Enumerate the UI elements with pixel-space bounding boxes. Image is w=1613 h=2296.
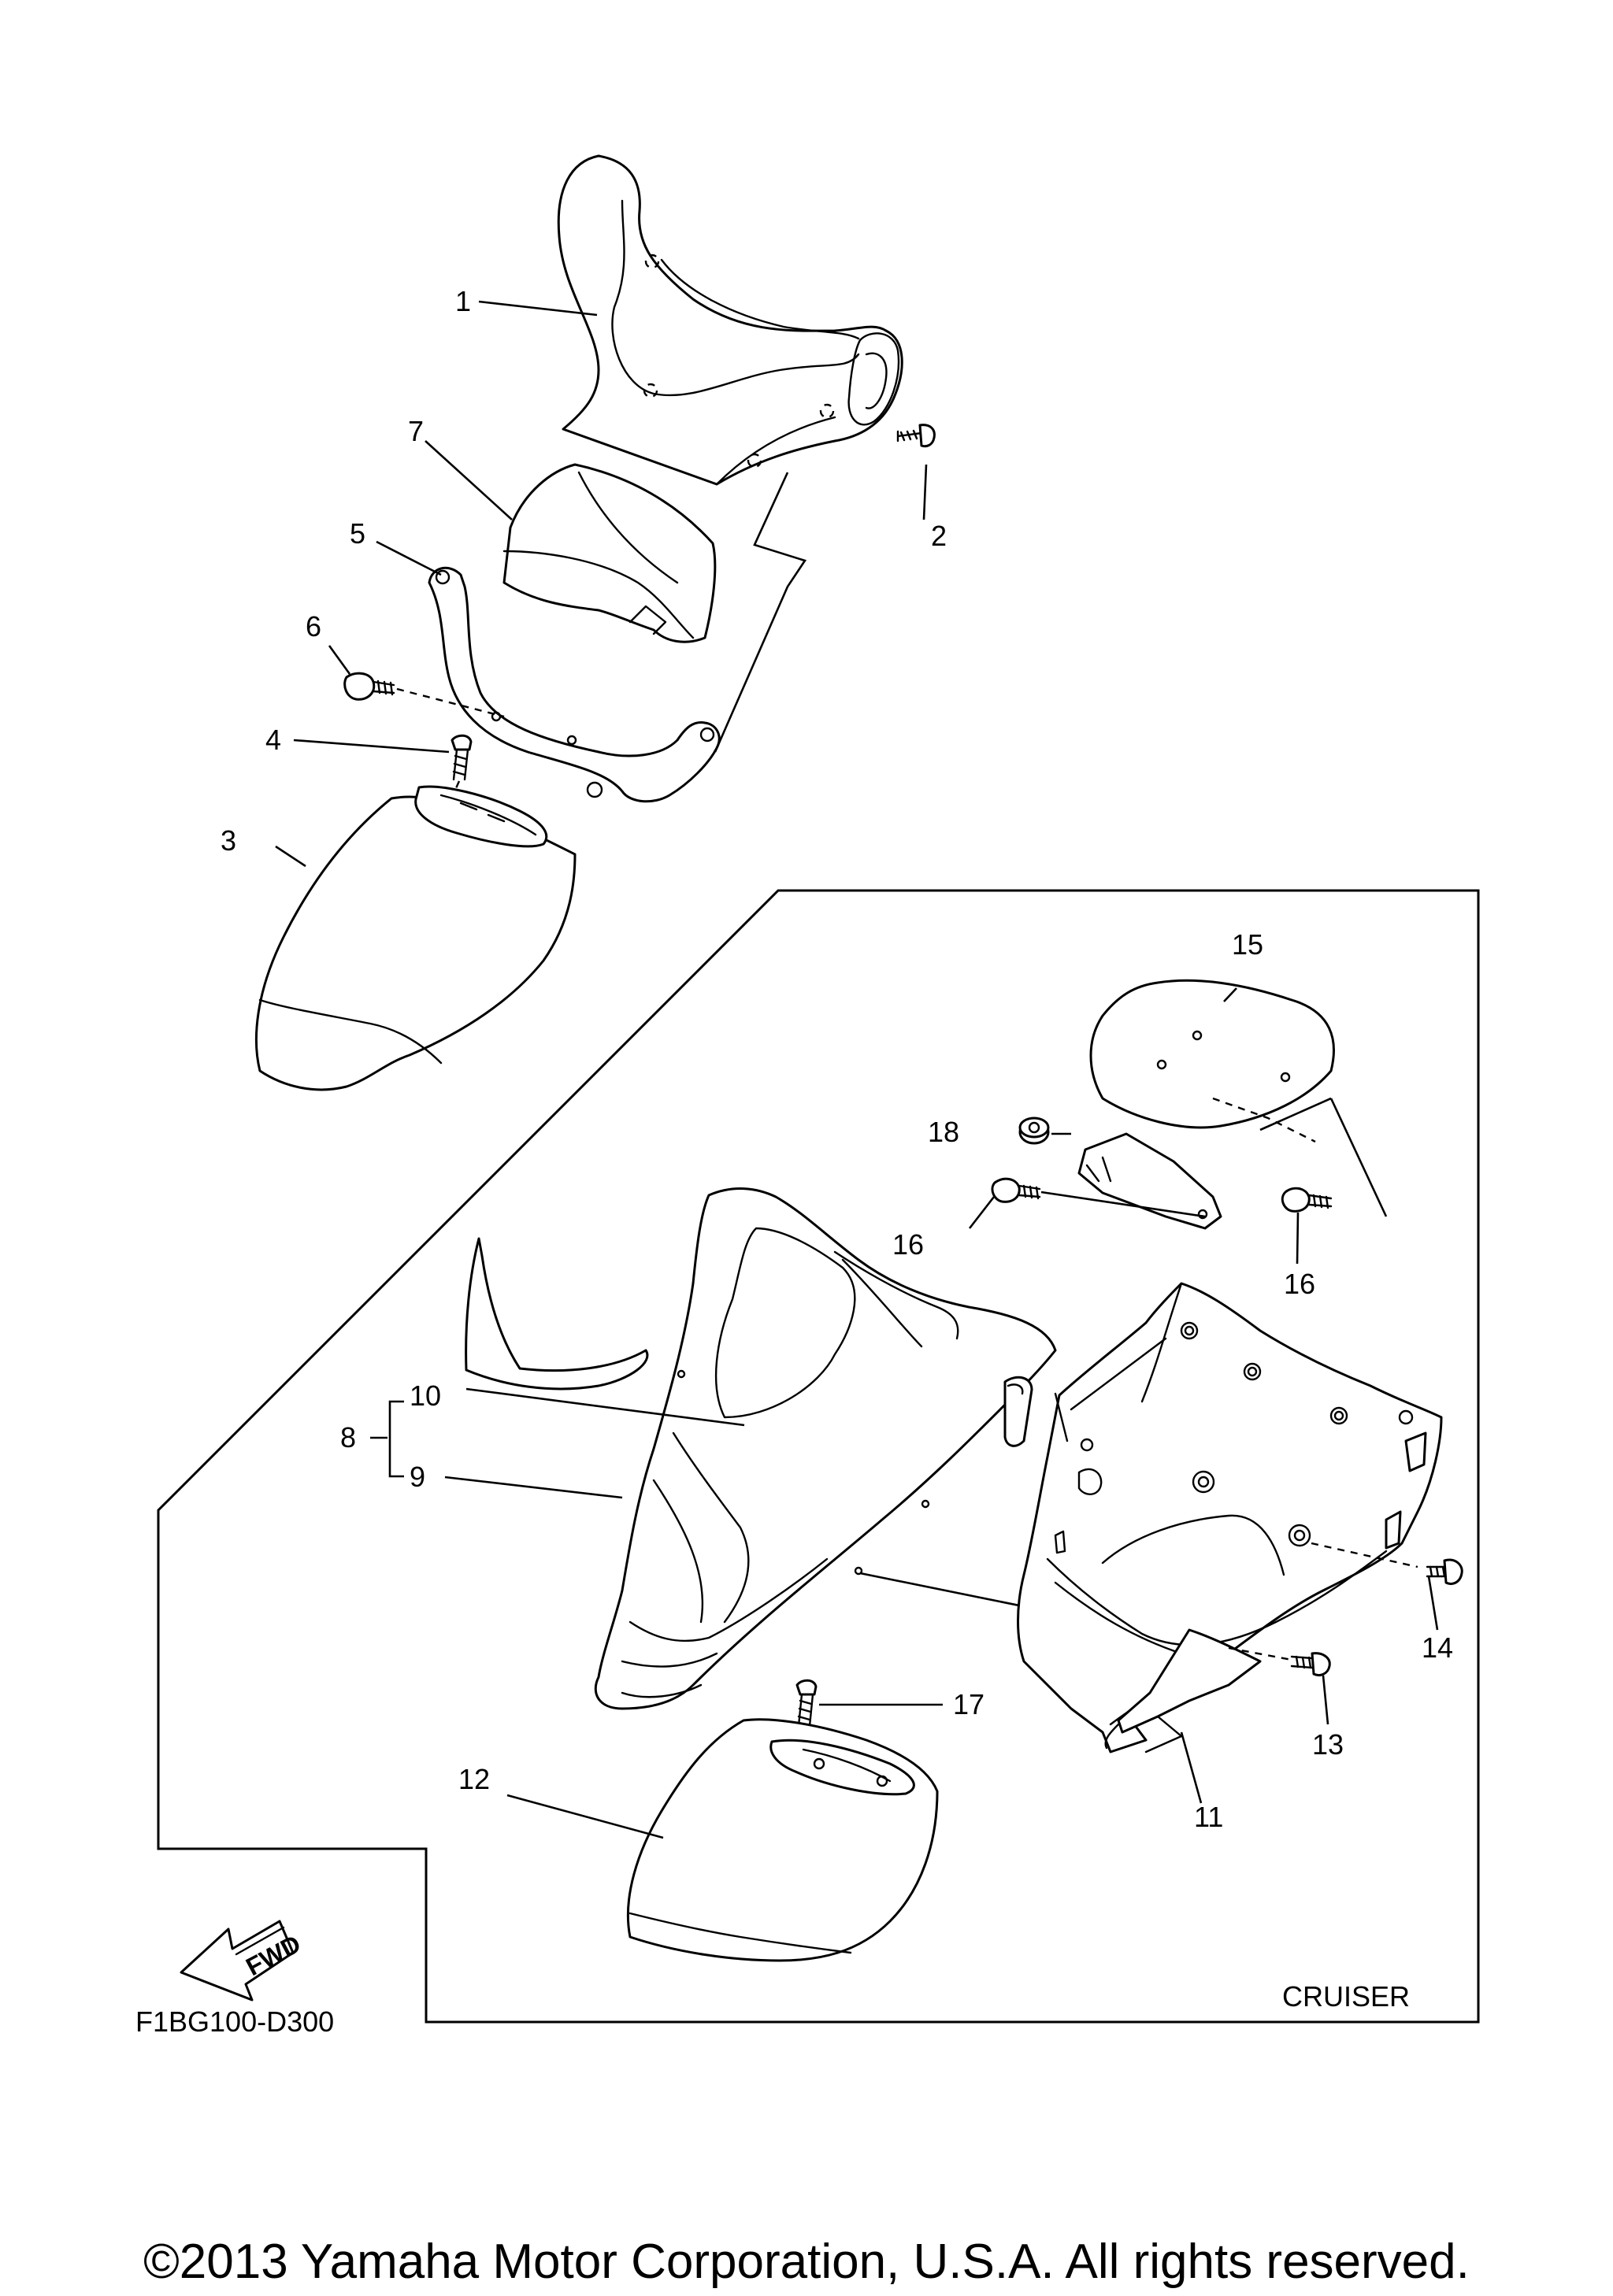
part-7-visor	[502, 463, 717, 643]
part-3-meter-cover	[254, 785, 577, 1091]
callout-15: 15	[1232, 928, 1263, 961]
callout-18: 18	[928, 1116, 959, 1148]
callout-16-left: 16	[892, 1228, 924, 1261]
part-12-meter-cover	[626, 1718, 939, 1962]
part-9-front-cover	[594, 1187, 1229, 1710]
part-8-group	[370, 1387, 745, 1499]
leader-lines	[275, 300, 1439, 1839]
part-14-bolt	[1426, 1558, 1463, 1585]
variant-label: CRUISER	[1282, 1980, 1410, 2013]
fwd-arrow: FWD	[180, 1920, 306, 2002]
callout-9: 9	[410, 1461, 425, 1493]
callout-7: 7	[408, 415, 424, 447]
callout-1: 1	[455, 285, 471, 317]
windscreen-bracket	[1077, 1097, 1388, 1230]
part-15-windscreen	[1089, 979, 1335, 1129]
diagram-id-label: F1BG100-D300	[135, 2005, 334, 2038]
callout-10: 10	[410, 1379, 441, 1412]
callout-14: 14	[1422, 1631, 1453, 1664]
callout-3: 3	[221, 824, 236, 857]
part-2-screw	[896, 424, 936, 448]
assembly-reference-line	[714, 472, 807, 753]
part-18-grommet	[1018, 1117, 1071, 1145]
part-11-side-panel	[1017, 1282, 1443, 1753]
callout-16-right: 16	[1284, 1268, 1315, 1300]
part-10-trim	[465, 1237, 649, 1391]
part-16-bolt-left	[991, 1177, 1206, 1218]
callout-11: 11	[1194, 1801, 1223, 1833]
part-5-bracket	[428, 566, 721, 803]
cruiser-frame	[157, 889, 1480, 2024]
callout-labels: 1 2 3 4 5 6 7 8 9 10 11 12 13 14 15 16 1…	[221, 285, 1453, 1833]
part-13-bolt	[1290, 1652, 1331, 1677]
callout-6: 6	[306, 610, 321, 643]
callout-12: 12	[458, 1763, 490, 1795]
callout-2: 2	[931, 520, 947, 552]
part-16-bolt-right	[1281, 1187, 1333, 1213]
callout-17: 17	[953, 1688, 984, 1720]
part-1-upper-cover	[557, 154, 903, 486]
callout-5: 5	[350, 517, 365, 550]
part-6-bolt	[343, 672, 505, 718]
copyright-notice: ©2013 Yamaha Motor Corporation, U.S.A. A…	[143, 2235, 1470, 2289]
callout-13: 13	[1312, 1728, 1344, 1761]
callout-8: 8	[340, 1421, 356, 1454]
callout-4: 4	[265, 724, 281, 756]
part-4-screw	[451, 734, 473, 796]
